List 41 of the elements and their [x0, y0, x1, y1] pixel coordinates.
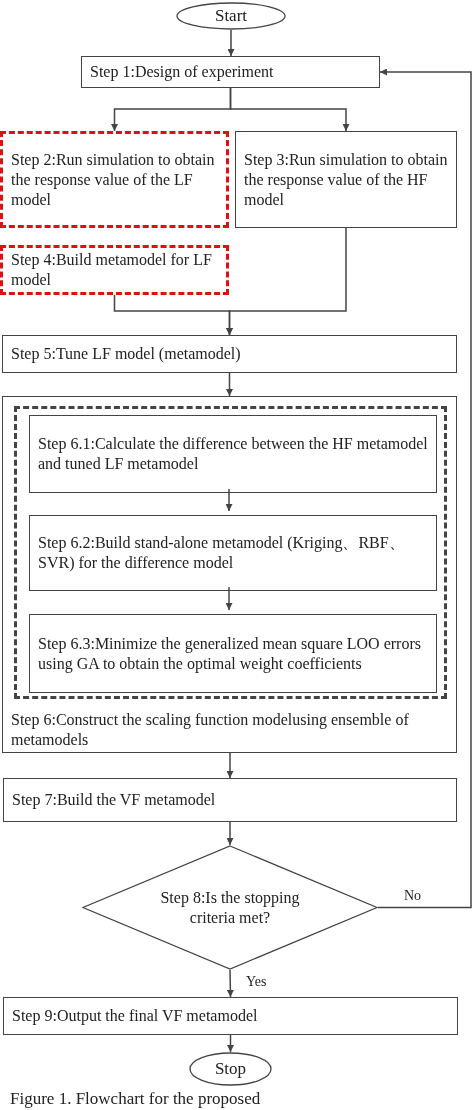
arrow: [229, 87, 350, 132]
step-text: Step 6.3:Minimize the generalized mean square LOO errors using GA to obtain the optimal weight coefficients: [38, 633, 422, 674]
dashed-group-box: [14, 406, 447, 699]
process-box: [29, 515, 437, 591]
process-box: [2, 396, 457, 753]
process-box: [29, 415, 437, 493]
highlighted-process-box: [0, 245, 229, 295]
step-text: Step 7:Build the VF metamodel: [12, 790, 216, 810]
process-box: [81, 56, 380, 88]
step-text: Step 5:Tune LF model (metamodel): [11, 344, 241, 364]
terminal-label: Start: [214, 6, 248, 26]
arrow: [227, 1034, 234, 1053]
process-box: [2, 335, 457, 373]
arrow: [226, 227, 347, 336]
terminal-oval: [189, 1052, 272, 1086]
step-text: Step 4:Build metamodel for LF model: [11, 250, 213, 290]
process-box: [3, 778, 457, 822]
arrow: [226, 969, 234, 998]
decision-text: Step 8:Is the stopping criteria met?: [159, 887, 301, 928]
highlighted-process-box: [0, 131, 229, 228]
step-text: Step 2:Run simulation to obtain the response value of the LF model: [11, 149, 216, 210]
step-text: Step 9:Output the final VF metamodel: [12, 1006, 258, 1026]
process-box: [29, 614, 437, 693]
decision-diamond: [82, 845, 378, 970]
process-box: [3, 997, 458, 1035]
terminal-oval: [176, 2, 286, 30]
arrow: [226, 752, 234, 779]
step-text: Step 1:Design of experiment: [90, 62, 274, 82]
arrow: [377, 68, 472, 909]
arrow: [225, 488, 233, 512]
step-text: Step 3:Run simulation to obtain the response value of the HF model: [244, 149, 448, 210]
step-text: Step 6:Construct the scaling function modelusing ensemble of metamodels: [11, 710, 410, 750]
arrow: [225, 586, 233, 611]
step-text: Step 6.2:Build stand-alone metamodel (Kriging、RBF、SVR) for the difference model: [38, 533, 406, 573]
arrow: [226, 372, 233, 397]
arrow: [226, 821, 234, 846]
figure-caption: Figure 1. Flowchart for the proposed: [9, 1089, 262, 1109]
terminal-label: Stop: [214, 1059, 247, 1079]
process-box: [235, 131, 457, 228]
step-text: Step 6.1:Calculate the difference between the HF metamodel and tuned LF metamodel: [38, 434, 428, 474]
arrow: [227, 29, 235, 57]
